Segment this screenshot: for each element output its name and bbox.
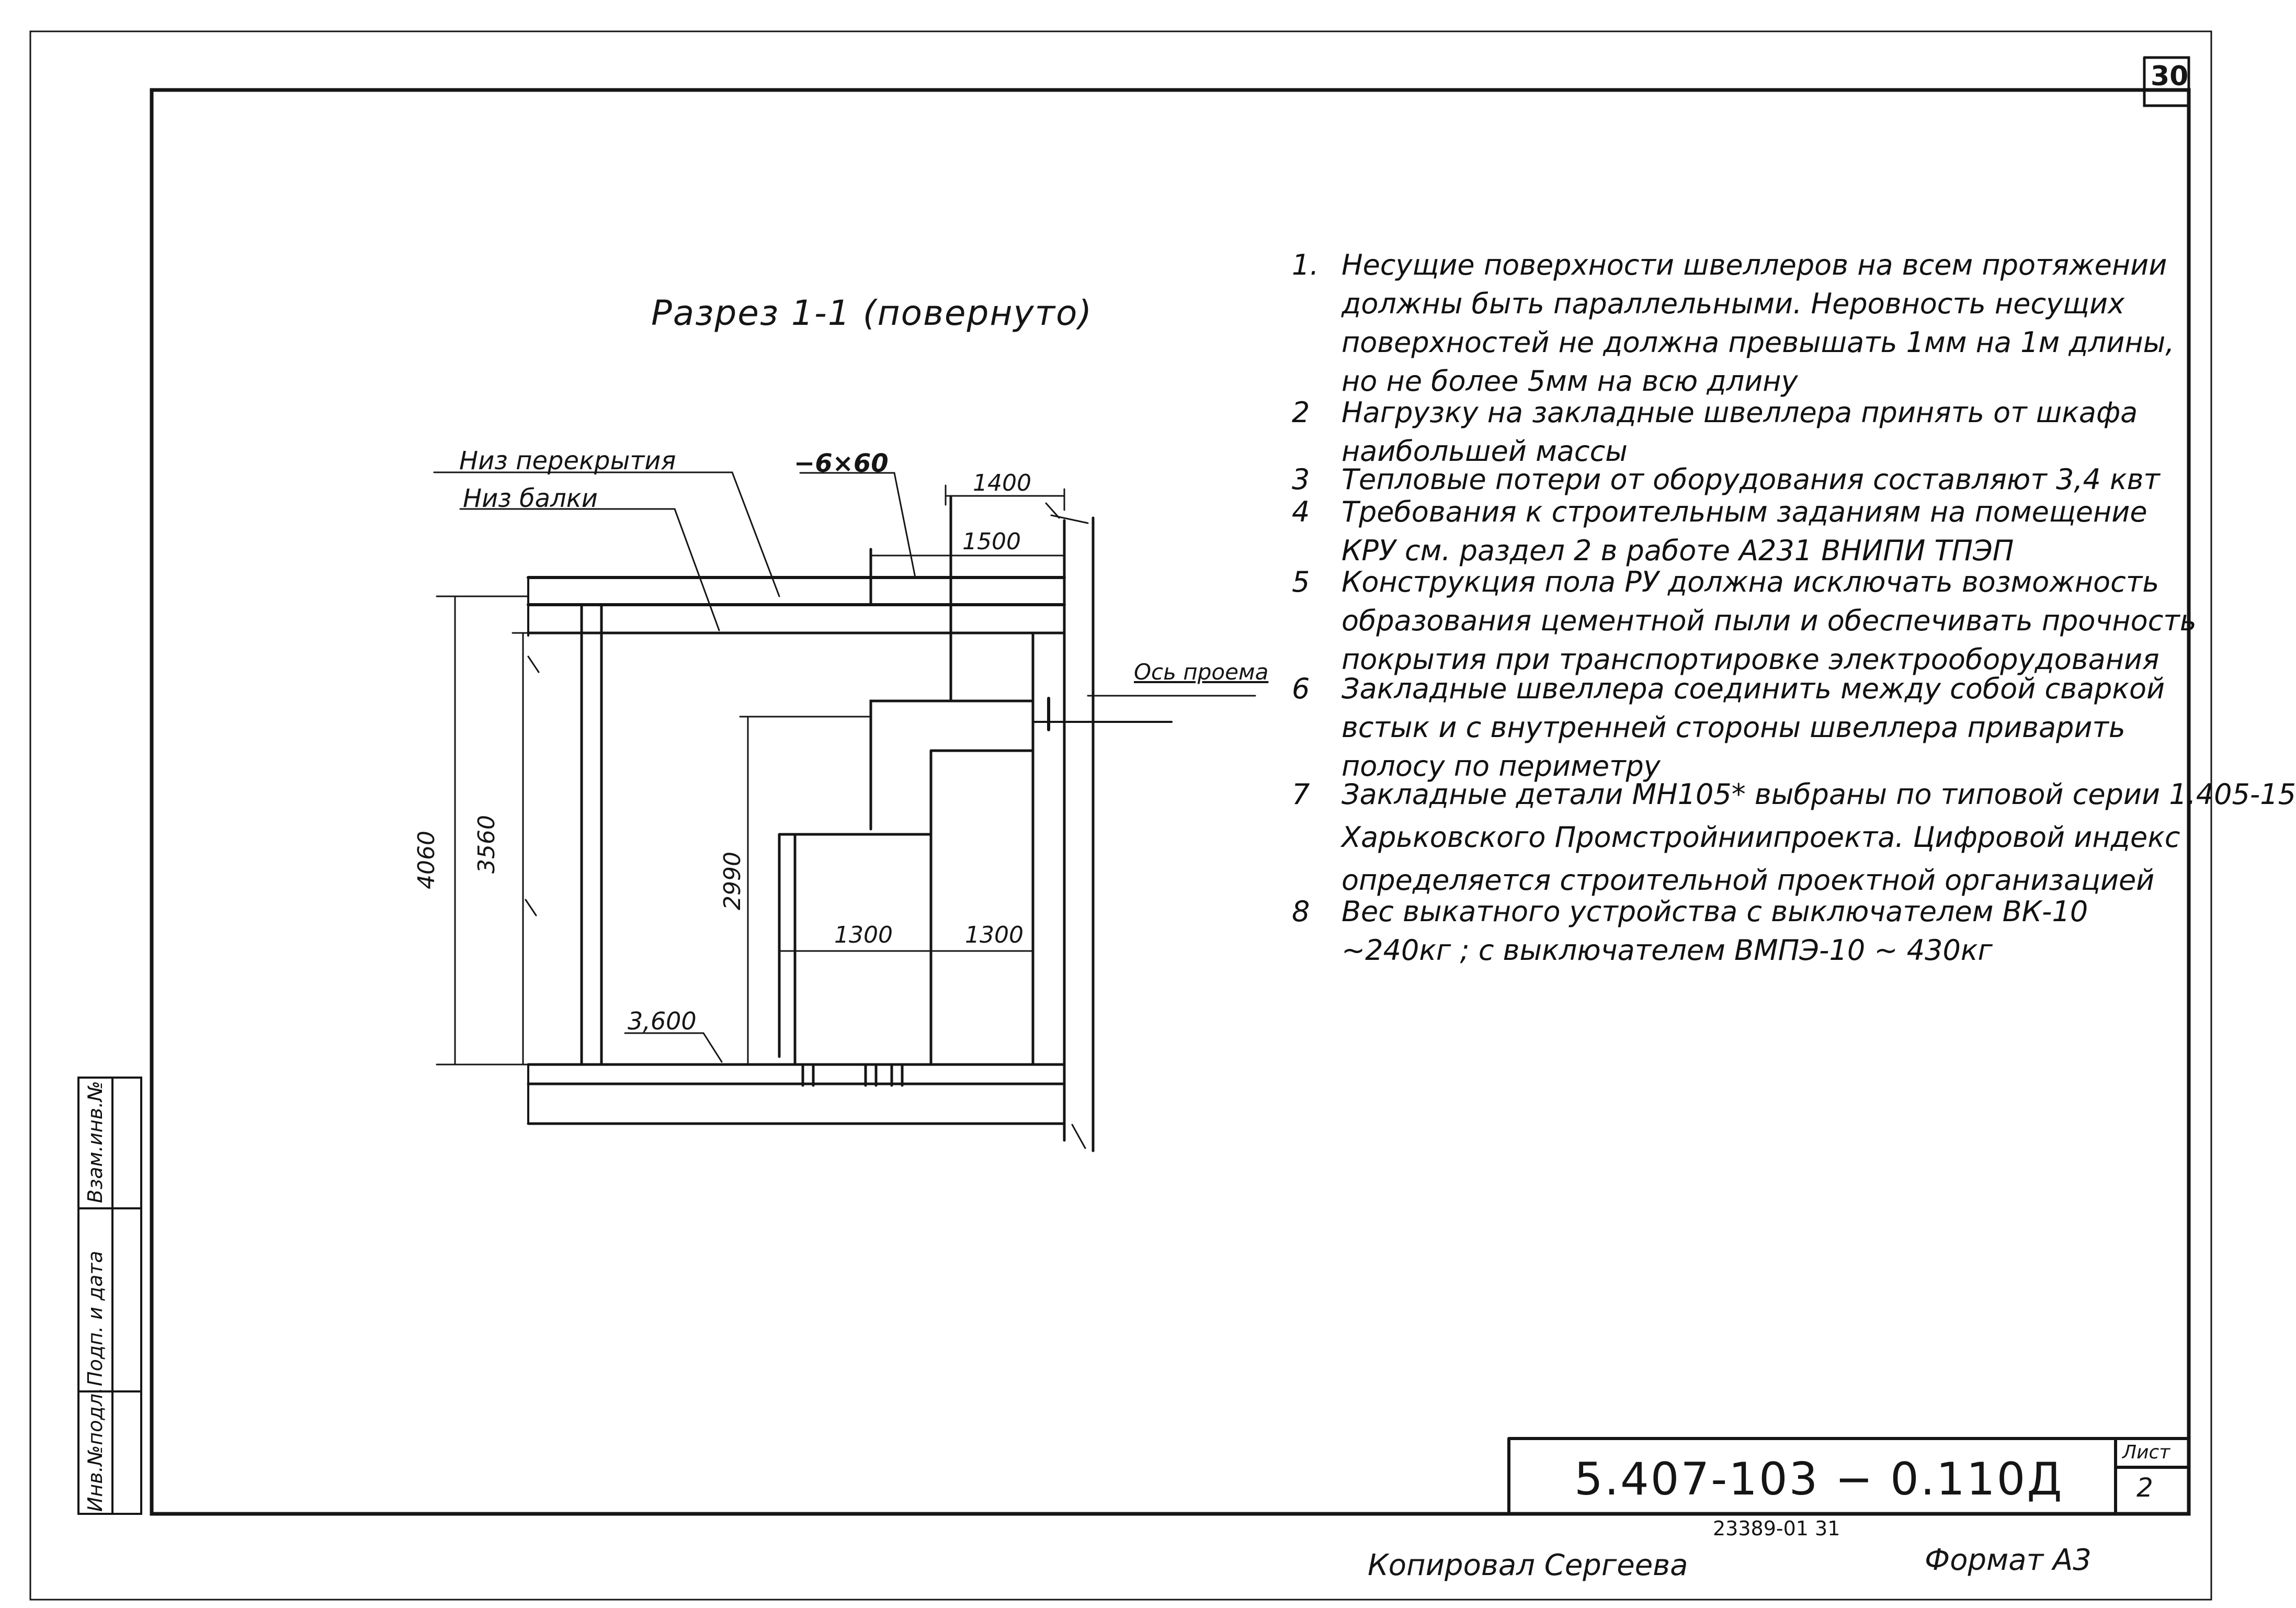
leader-beam [459, 508, 720, 631]
section-drawing [29, 30, 2212, 1601]
cabinet-left [778, 833, 933, 1066]
sheet-trim-line [29, 30, 2212, 1601]
sheet-number: 30 [2151, 61, 2189, 92]
leader-slab [433, 471, 780, 597]
dim-1400: 1400 [973, 470, 1031, 496]
dim-2990: 2990 [719, 852, 746, 910]
dim-1300-right: 1300 [965, 922, 1024, 948]
sheet-number-box [2143, 56, 2190, 107]
side-stamp-grid [77, 1077, 142, 1515]
copied-by: Копировал Сергеева [1368, 1548, 1688, 1582]
side-stamp-inv: Инв.№подл. [84, 1387, 107, 1512]
drawing-frame [150, 88, 2191, 1516]
note-1: 1.Несущие поверхности швеллеров на всем … [1292, 248, 2175, 398]
dim-4060: 4060 [413, 831, 440, 889]
title-block-grid [1507, 1437, 2190, 1515]
sheet-label: Лист [2122, 1442, 2170, 1463]
label-niz-perekrytiya: Низ перекрытия [459, 446, 676, 475]
dim-2990-line [739, 716, 872, 1066]
format-label: Формат А3 [1925, 1543, 2092, 1577]
left-column [580, 603, 603, 1066]
floor-outline [527, 1063, 1066, 1125]
cabinet-right [929, 749, 1035, 1066]
dim-1400-line [945, 484, 1065, 511]
embedded-channels [801, 1063, 904, 1087]
dim-3560: 3560 [473, 815, 500, 874]
slab-outline [527, 576, 1066, 606]
dim-1300-line [778, 941, 1034, 964]
duct-upper [869, 495, 1035, 703]
dim-3560-line [512, 632, 529, 1066]
dim-1500-line [870, 502, 1065, 557]
side-stamp-sign: Подп. и дата [84, 1251, 107, 1386]
label-opening-axis: Ось проема [1134, 659, 1269, 685]
duct-box [869, 699, 1035, 831]
leader-strip [799, 472, 916, 579]
right-wall [1031, 519, 1066, 1142]
dim-1300-left: 1300 [834, 922, 893, 948]
label-level: 3,600 [628, 1007, 697, 1035]
label-niz-balki: Низ балки [463, 484, 598, 513]
dim-1500: 1500 [962, 528, 1021, 555]
dim-4060-line [436, 595, 529, 1066]
label-strip: −6×60 [794, 449, 889, 478]
drawing-code: 5.407-103 − 0.110Д [1574, 1453, 2064, 1505]
sheet-value: 2 [2136, 1473, 2153, 1503]
section-title: Разрез 1-1 (повернуто) [651, 293, 1093, 333]
inventory-number: 23389-01 31 [1713, 1517, 1840, 1540]
level-marker [624, 1032, 723, 1063]
side-stamp-replace: Взам.инв.№ [84, 1081, 107, 1203]
